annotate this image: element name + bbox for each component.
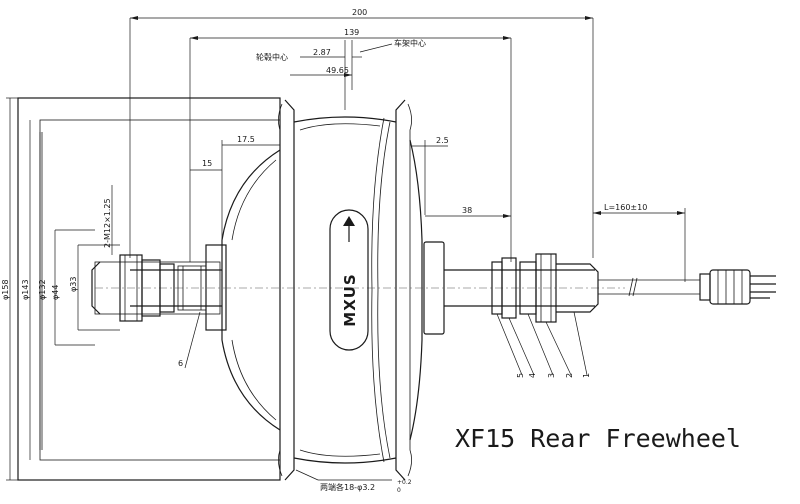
dim-label-139: 139 (344, 28, 359, 37)
part-label-1: 1 (582, 373, 591, 378)
part-label-4: 4 (528, 373, 537, 378)
dim-label-143: φ143 (21, 279, 30, 300)
drawing-title: XF15 Rear Freewheel (455, 424, 741, 453)
dim-label-15: 15 (202, 159, 212, 168)
dim-label-49-65: 49.65 (326, 66, 349, 75)
brand-text: MXUS (341, 273, 359, 326)
thread-label: 2-M12×1.25 (103, 198, 112, 248)
hub-center-label: 轮毂中心 (256, 52, 288, 62)
dim-label-44: φ44 (51, 285, 60, 300)
right-flange-edge (395, 99, 406, 481)
part-label-2: 2 (565, 373, 574, 378)
dim-label-2-5: 2.5 (436, 136, 449, 145)
dim-label-200: 200 (352, 8, 367, 17)
connector-collar (699, 273, 711, 301)
dim-label-132: φ132 (38, 279, 47, 300)
connector-body (709, 269, 751, 305)
spoke-tol-upper: +0.2 (397, 479, 412, 486)
dim-label-17-5: 17.5 (237, 135, 255, 144)
right-cover (409, 139, 423, 441)
shell-top-curve (293, 116, 397, 123)
part-label-5: 5 (516, 373, 525, 378)
dim-label-158: φ158 (1, 279, 10, 300)
arrow-up-icon (343, 216, 355, 242)
dim-label-33: φ33 (69, 277, 78, 292)
left-cover (221, 149, 281, 431)
right-axle-end-1 (556, 263, 599, 313)
left-flange-edge (284, 99, 295, 481)
spoke-tol-lower: 0 (397, 487, 401, 494)
part-label-3: 3 (547, 373, 556, 378)
frame-center-label: 车架中心 (394, 38, 426, 48)
dim-label-2-87: 2.87 (313, 48, 331, 57)
part-label-6: 6 (178, 359, 183, 368)
left-axle-end (91, 261, 101, 315)
dim-label-cable: L=160±10 (604, 203, 647, 212)
dim-label-38: 38 (462, 206, 472, 215)
spoke-holes-label: 两端各18-φ3.2 (320, 482, 375, 492)
shell-bottom-curve (293, 457, 397, 464)
brand-badge (329, 209, 369, 351)
left-bearing-boss (205, 244, 227, 331)
